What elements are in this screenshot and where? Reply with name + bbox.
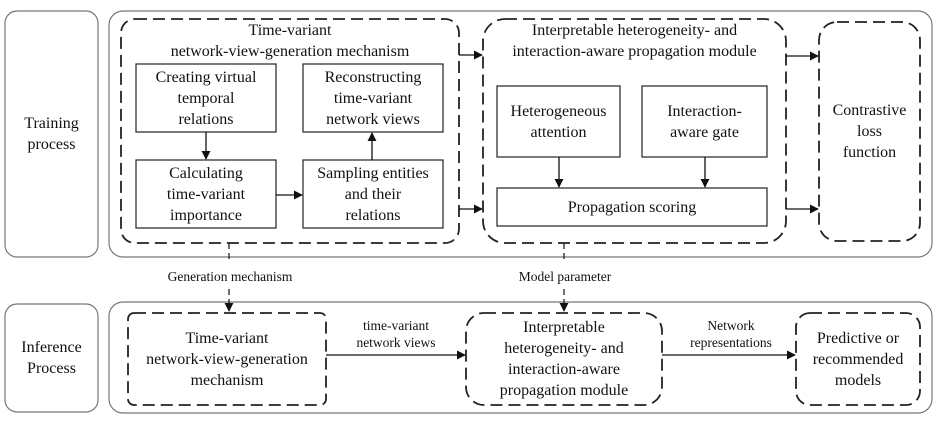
contrastive-text: Contrastive loss function <box>832 102 907 161</box>
model-parameter-label: Model parameter <box>518 268 612 284</box>
hetero-text: Heterogeneous attention <box>510 102 607 141</box>
scoring-box <box>496 187 768 227</box>
contrastive-box <box>818 21 921 242</box>
training-label: Training process <box>24 115 79 153</box>
sampling-text: Sampling entities and their relations <box>317 164 429 224</box>
inference-phase-box <box>4 303 99 413</box>
inference-label: Inference Process <box>21 339 82 377</box>
training-panel <box>108 10 933 258</box>
gate-text: Interaction- aware gate <box>667 102 742 141</box>
repr-label: Network representations <box>690 318 772 350</box>
inf-ihp-text: Interpretable heterogeneity- and interac… <box>499 319 629 399</box>
inf-tvm-box <box>127 312 327 406</box>
ihp-module-title: Interpretable heterogeneity- and interac… <box>512 22 757 60</box>
sampling-box <box>302 159 444 229</box>
creating-text: Creating virtual temporal relations <box>155 68 257 128</box>
ihp-module-box <box>482 18 787 244</box>
reconstructing-box <box>302 63 444 133</box>
calculating-box <box>135 159 277 229</box>
tvm-module-title: Time-variant network-view-generation mec… <box>170 22 410 60</box>
calculating-text: Calculating time-variant importance <box>166 164 246 224</box>
tvm-module-box <box>120 18 460 244</box>
views-label: time-variant network views <box>356 318 436 350</box>
inference-panel <box>108 301 933 414</box>
inf-predictive-box <box>795 312 921 406</box>
scoring-text: Propagation scoring <box>567 198 697 216</box>
inf-predictive-text: Predictive or recommended models <box>812 329 904 389</box>
training-phase-box <box>4 10 99 258</box>
inf-ihp-box <box>465 312 663 406</box>
reconstructing-text: Reconstructing time-variant network view… <box>324 68 422 128</box>
inf-tvm-text: Time-variant network-view-generation mec… <box>146 329 308 389</box>
generation-mechanism-label: Generation mechanism <box>167 268 293 284</box>
